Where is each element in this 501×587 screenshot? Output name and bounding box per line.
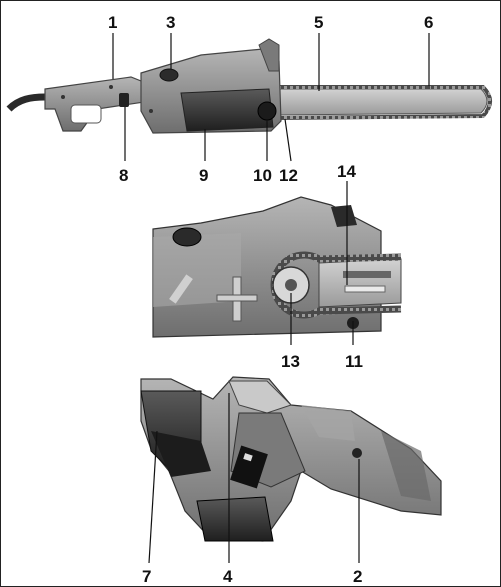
callout-7: 7 (142, 567, 151, 586)
guide-bar (276, 88, 488, 116)
callout-13: 13 (281, 352, 300, 371)
guide-bar-detail (318, 258, 402, 308)
callouts-top: 1 3 5 6 8 9 10 12 (108, 13, 433, 185)
callout-8: 8 (119, 166, 128, 185)
sprocket-detail-view (152, 196, 402, 338)
rating-plate (230, 445, 268, 489)
callout-11: 11 (345, 352, 363, 371)
callouts-middle: 14 13 11 (281, 162, 363, 371)
handle-opening (70, 104, 102, 124)
saw-chain (276, 85, 492, 120)
oil-tank-cap (159, 68, 179, 82)
handle-top (228, 380, 292, 414)
front-hand-guard (258, 38, 280, 72)
rear-handle-detail-view (140, 376, 442, 542)
leader-lines-bottom (148, 393, 360, 564)
sprocket-cover (180, 88, 274, 132)
oil-cap-detail (172, 227, 202, 247)
trigger-switch (119, 93, 129, 107)
callout-12: 12 (279, 166, 298, 185)
callout-4: 4 (223, 567, 233, 586)
callout-10: 10 (253, 166, 272, 185)
leader-lines-middle (290, 181, 354, 345)
callouts-bottom: 7 4 2 (142, 567, 362, 586)
callout-14: 14 (337, 162, 356, 181)
callout-3: 3 (166, 13, 175, 32)
power-cord (6, 93, 46, 112)
tensioning-knob (257, 101, 277, 121)
lock-button (352, 448, 362, 458)
callout-9: 9 (199, 166, 208, 185)
callout-5: 5 (314, 13, 323, 32)
chainsaw-side-view (6, 38, 492, 134)
leader-lines-top (112, 33, 430, 162)
callout-1: 1 (108, 13, 117, 32)
callout-6: 6 (424, 13, 433, 32)
callout-2: 2 (353, 567, 362, 586)
